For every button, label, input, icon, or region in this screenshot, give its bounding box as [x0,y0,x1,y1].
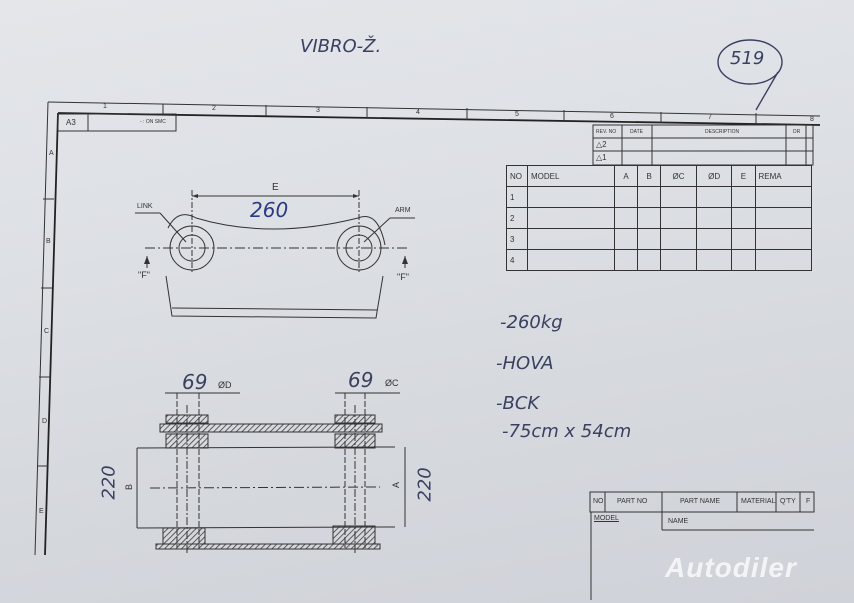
tb-header: MATERIAL [741,498,776,505]
spec-table: NO MODEL A B ØC ØD E REMA 1 2 3 4 [506,165,813,271]
handwritten-circled-number: 519 [730,48,765,69]
dim-label-e: E [272,182,279,193]
spec-header: ØC [660,165,697,187]
row-label: E [39,508,44,515]
row-label: D [42,418,48,425]
tb-header: NO [593,498,604,505]
rev-header: REV. NO [596,129,617,135]
rev-row: △1 [596,153,607,162]
col-label: 3 [316,107,320,114]
link-label: LINK [137,203,153,210]
col-label: 7 [708,114,712,121]
spec-row-no: 3 [506,228,528,250]
tb-name-label: NAME [668,518,689,525]
section-label: "F" [138,270,150,280]
col-label: 1 [103,103,107,110]
dim-label-b: B [124,483,135,491]
handwritten-title: VIBRO-Ž. [300,36,382,57]
handwritten-dim-e: 260 [250,198,289,222]
row-label: C [44,328,50,335]
spec-header: NO [506,165,528,187]
rev-row: △2 [596,140,607,149]
handwritten-dim-a: 220 [414,467,436,502]
dim-label-d: ØD [218,380,232,390]
tb-header: PART NAME [680,498,721,505]
sheet-size: A3 [66,118,76,127]
handwritten-note: -75cm x 54cm [502,421,632,442]
dim-label-a: A [391,481,402,489]
col-label: 4 [416,109,420,116]
section-label: "F" [397,272,409,282]
rev-header: DATE [630,129,643,135]
spec-header: ØD [695,165,733,187]
tb-header: Q'TY [780,498,796,505]
row-label: B [46,238,51,245]
spec-header: B [637,165,662,187]
arm-label: ARM [395,207,411,214]
col-label: 5 [515,111,519,118]
handwritten-dim-d: 69 [182,370,208,394]
scale-label: - : ON SMC [140,119,166,125]
tb-header: PART NO [617,498,648,505]
spec-header: E [731,165,756,187]
handwritten-dim-c: 69 [348,368,374,392]
tb-header: F [806,498,811,505]
dim-label-c: ØC [385,378,399,388]
rev-header: DR [793,129,801,135]
spec-header: A [613,165,639,187]
col-label: 8 [810,116,814,123]
spec-row-no: 4 [506,249,528,271]
spec-header: MODEL [527,165,615,187]
col-label: 2 [212,105,216,112]
spec-header: REMA [754,165,813,187]
spec-row-no: 1 [506,186,528,208]
spec-row-no: 2 [506,207,528,229]
watermark-logo: Autodiler [665,552,797,583]
tb-model-label: MODEL [594,515,619,522]
handwritten-note: -BCK [496,393,540,414]
handwritten-note: -260kg [500,312,563,333]
rev-header: DESCRIPTION [705,129,740,135]
handwritten-dim-b: 220 [98,465,120,500]
row-label: A [49,150,54,157]
handwritten-note: -HOVA [496,353,554,374]
col-label: 6 [610,113,614,120]
